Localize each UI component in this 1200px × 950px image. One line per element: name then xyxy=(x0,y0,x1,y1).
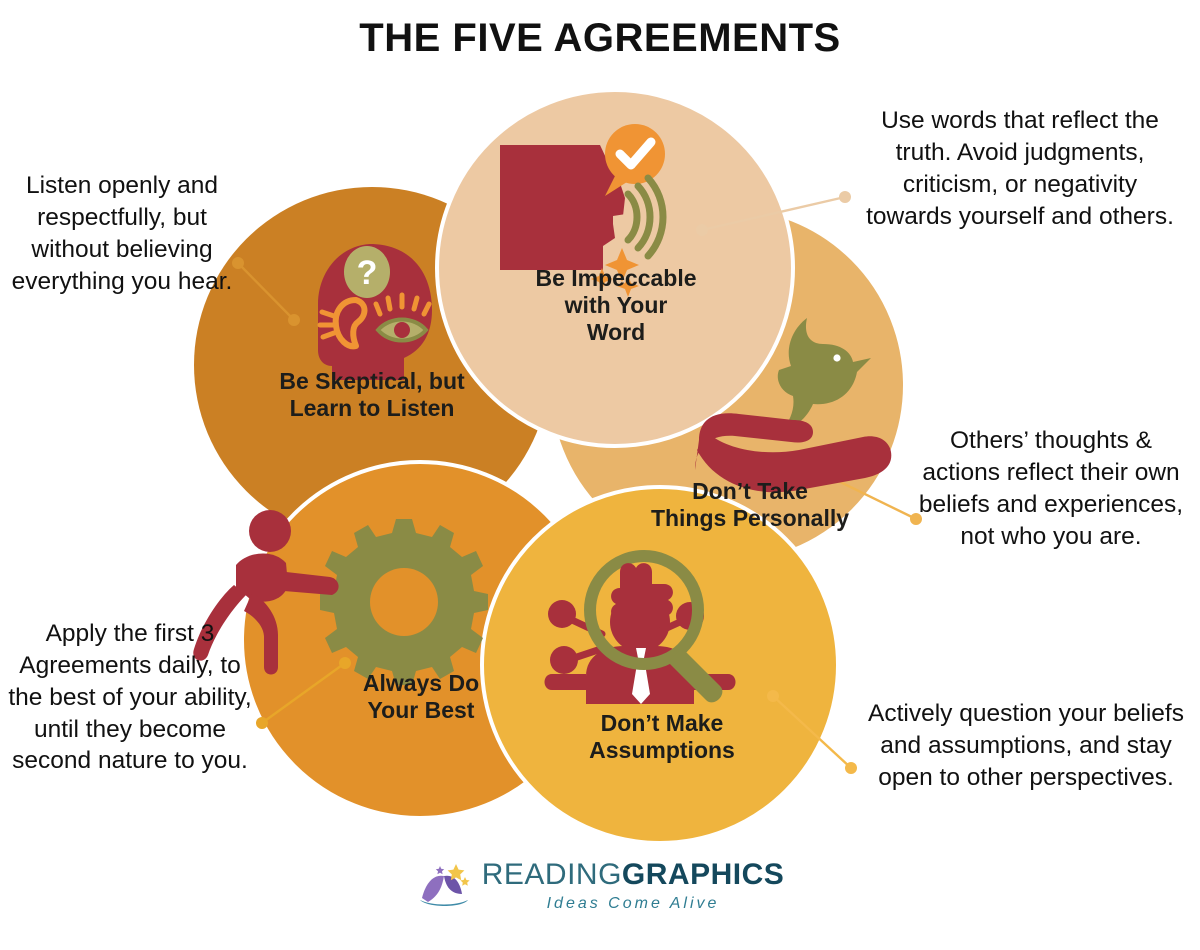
speaking-head-icon xyxy=(500,124,667,297)
logo-wordmark: READINGGRAPHICS xyxy=(482,860,785,890)
person-pushing-gear-icon xyxy=(193,510,488,685)
magnifier-puzzle-person-icon xyxy=(544,550,736,704)
svg-text:?: ? xyxy=(357,254,378,292)
puzzle-piece-icon xyxy=(611,563,673,632)
open-book-stars-icon xyxy=(419,864,470,906)
connector-skeptical xyxy=(232,257,300,326)
note-personally: Others’ thoughts & actions reflect their… xyxy=(918,427,1184,550)
note-skeptical: Listen openly and respectfully, but with… xyxy=(11,172,233,295)
brand-logo[interactable]: READINGGRAPHICS Ideas Come Alive xyxy=(0,860,1200,912)
connector-assumptions xyxy=(767,690,857,774)
open-hand-icon xyxy=(695,413,892,493)
gear-icon xyxy=(320,519,488,685)
note-impeccable: Use words that reflect the truth. Avoid … xyxy=(866,107,1174,230)
hand-releasing-dove-icon xyxy=(695,318,892,493)
connector-best xyxy=(256,657,351,729)
dove-icon xyxy=(777,318,871,432)
note-best: Apply the first 3 Agreements daily, to t… xyxy=(8,620,252,775)
note-assumptions: Actively question your beliefs and assum… xyxy=(868,700,1184,791)
head-question-ear-eye-icon: ? xyxy=(317,244,432,380)
person-icon xyxy=(193,510,339,675)
logo-reading: READING xyxy=(481,858,622,891)
logo-text-block: READINGGRAPHICS Ideas Come Alive xyxy=(482,860,785,912)
page-title: THE FIVE AGREEMENTS xyxy=(359,16,841,60)
logo-tagline: Ideas Come Alive xyxy=(546,895,720,912)
magnifying-glass-icon xyxy=(584,550,723,703)
connector-impeccable xyxy=(696,191,851,236)
logo-graphics: GRAPHICS xyxy=(621,858,785,891)
